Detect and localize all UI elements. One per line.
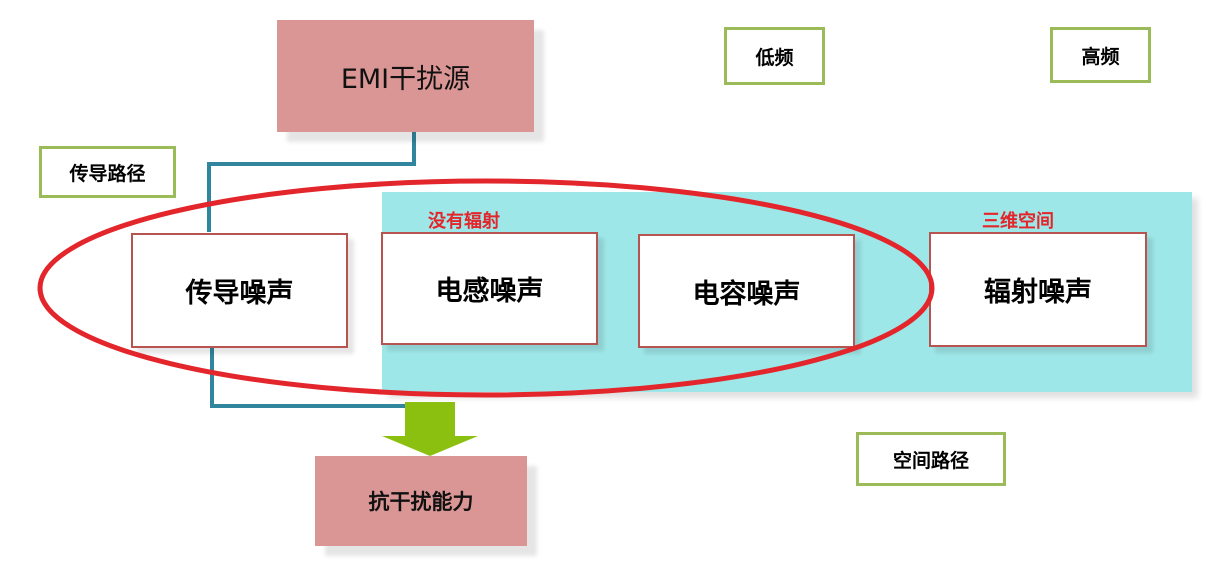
down-arrow-icon [382, 402, 478, 456]
source-to-conducted-connector [207, 132, 416, 232]
inductive-noise-box: 电感噪声 [381, 232, 598, 345]
conducted-to-arrow-connector [210, 346, 414, 408]
conducted-noise-box: 传导噪声 [131, 233, 348, 348]
no-radiation-label: 没有辐射 [428, 211, 500, 232]
emi-source-box: EMI干扰源 [277, 20, 534, 132]
low-frequency-label: 低频 [724, 27, 825, 85]
conducted-path-label: 传导路径 [39, 146, 176, 198]
high-frequency-label: 高频 [1050, 27, 1151, 83]
capacitive-noise-box: 电容噪声 [638, 234, 855, 348]
anti-interference-box: 抗干扰能力 [315, 456, 527, 546]
radiated-noise-box: 辐射噪声 [929, 232, 1147, 347]
low-frequency-highlight-ellipse [37, 178, 935, 398]
spatial-path-label: 空间路径 [856, 432, 1006, 486]
anti-interference-label: 抗干扰能力 [368, 490, 474, 514]
emi-source-label: EMI干扰源 [340, 63, 471, 95]
three-d-space-label: 三维空间 [982, 211, 1054, 232]
